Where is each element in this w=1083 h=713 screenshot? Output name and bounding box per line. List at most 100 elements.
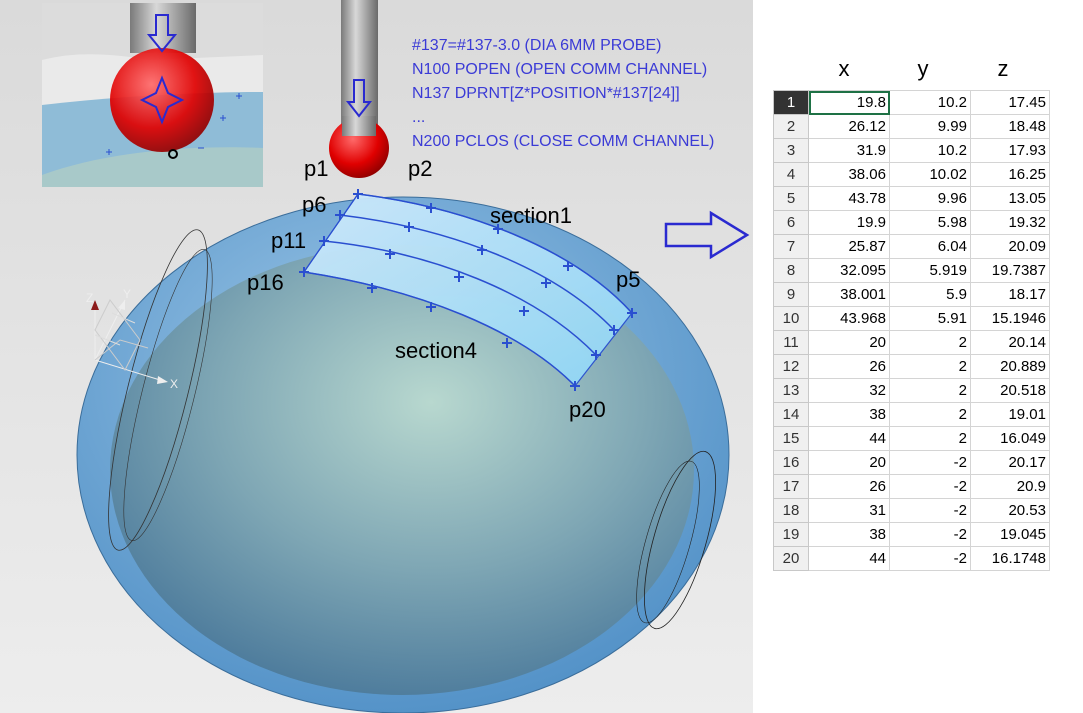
cell-x[interactable]: 20 xyxy=(808,450,890,475)
label-p1: p1 xyxy=(304,156,329,181)
cell-x[interactable]: 38.06 xyxy=(808,162,890,187)
cell-y[interactable]: 10.2 xyxy=(889,90,971,115)
patch-left-edge xyxy=(303,193,359,273)
cell-z[interactable]: 16.25 xyxy=(970,162,1050,187)
cell-z[interactable]: 18.48 xyxy=(970,114,1050,139)
marker-p1 xyxy=(353,189,363,199)
cell-z[interactable]: 18.17 xyxy=(970,282,1050,307)
label-section4: section4 xyxy=(395,338,477,363)
cell-x[interactable]: 26 xyxy=(808,354,890,379)
cell-z[interactable]: 20.17 xyxy=(970,450,1050,475)
cell-x[interactable]: 31 xyxy=(808,498,890,523)
gcode-program: #137=#137-3.0 (DIA 6MM PROBE) N100 POPEN… xyxy=(412,34,714,154)
cell-z[interactable]: 15.1946 xyxy=(970,306,1050,331)
cell-x[interactable]: 44 xyxy=(808,426,890,451)
cell-x[interactable]: 43.78 xyxy=(808,186,890,211)
label-p6: p6 xyxy=(302,192,327,217)
row-number: 17 xyxy=(773,474,809,499)
cell-x[interactable]: 38 xyxy=(808,402,890,427)
cell-y[interactable]: -2 xyxy=(889,522,971,547)
probe-contact-inset xyxy=(42,3,263,187)
cell-z[interactable]: 20.09 xyxy=(970,234,1050,259)
cell-y[interactable]: 5.9 xyxy=(889,282,971,307)
cell-y[interactable]: 9.96 xyxy=(889,186,971,211)
cell-z[interactable]: 16.049 xyxy=(970,426,1050,451)
cell-z[interactable]: 20.889 xyxy=(970,354,1050,379)
row-number: 15 xyxy=(773,426,809,451)
left-cap-outline-inner xyxy=(123,249,213,541)
cell-z[interactable]: 20.9 xyxy=(970,474,1050,499)
row-number: 2 xyxy=(773,114,809,139)
header-z: z xyxy=(997,56,1009,81)
cell-x[interactable]: 38.001 xyxy=(808,282,890,307)
cell-x[interactable]: 19.9 xyxy=(808,210,890,235)
probe-shaft xyxy=(341,0,378,135)
row-number: 5 xyxy=(773,186,809,211)
cell-y[interactable]: 6.04 xyxy=(889,234,971,259)
cell-z[interactable]: 13.05 xyxy=(970,186,1050,211)
right-cap-outline-inner xyxy=(636,460,700,624)
gcode-line-1: #137=#137-3.0 (DIA 6MM PROBE) xyxy=(412,37,662,54)
cell-x[interactable]: 32 xyxy=(808,378,890,403)
cell-z[interactable]: 19.32 xyxy=(970,210,1050,235)
cell-x[interactable]: 26 xyxy=(808,474,890,499)
cell-y[interactable]: -2 xyxy=(889,546,971,571)
row-number: 9 xyxy=(773,282,809,307)
probe-point-markers xyxy=(299,189,637,391)
cell-x[interactable]: 32.095 xyxy=(808,258,890,283)
cell-y[interactable]: 5.98 xyxy=(889,210,971,235)
marker-p16 xyxy=(299,267,309,277)
cell-y[interactable]: 10.2 xyxy=(889,138,971,163)
label-p5: p5 xyxy=(616,267,641,292)
label-p2: p2 xyxy=(408,156,433,181)
row-number: 6 xyxy=(773,210,809,235)
cell-z[interactable]: 17.45 xyxy=(970,90,1050,115)
marker-p20 xyxy=(570,381,580,391)
cell-z[interactable]: 20.53 xyxy=(970,498,1050,523)
row-number: 8 xyxy=(773,258,809,283)
cell-x[interactable]: 25.87 xyxy=(808,234,890,259)
cell-y[interactable]: 10.02 xyxy=(889,162,971,187)
cell-y[interactable]: 2 xyxy=(889,330,971,355)
row-number: 11 xyxy=(773,330,809,355)
row-number: 7 xyxy=(773,234,809,259)
probe-down-arrow xyxy=(345,79,373,118)
cell-y[interactable]: 2 xyxy=(889,378,971,403)
cell-y[interactable]: -2 xyxy=(889,450,971,475)
cell-y[interactable]: 2 xyxy=(889,402,971,427)
cell-z[interactable]: 17.93 xyxy=(970,138,1050,163)
cell-z[interactable]: 19.045 xyxy=(970,522,1050,547)
cell-z[interactable]: 16.1748 xyxy=(970,546,1050,571)
gcode-line-5: N200 PCLOS (CLOSE COMM CHANNEL) xyxy=(412,133,715,150)
cell-y[interactable]: -2 xyxy=(889,474,971,499)
cell-z[interactable]: 19.7387 xyxy=(970,258,1050,283)
cell-z[interactable]: 20.518 xyxy=(970,378,1050,403)
cell-x[interactable]: 20 xyxy=(808,330,890,355)
row-number: 10 xyxy=(773,306,809,331)
marker-p5 xyxy=(627,308,637,318)
row-number: 19 xyxy=(773,522,809,547)
cell-x[interactable]: 43.968 xyxy=(808,306,890,331)
cell-y[interactable]: 2 xyxy=(889,354,971,379)
cell-x[interactable]: 19.8 xyxy=(808,90,890,115)
cell-x[interactable]: 44 xyxy=(808,546,890,571)
cell-y[interactable]: 9.99 xyxy=(889,114,971,139)
cell-y[interactable]: 5.919 xyxy=(889,258,971,283)
cell-x[interactable]: 26.12 xyxy=(808,114,890,139)
cell-y[interactable]: 5.91 xyxy=(889,306,971,331)
row-number: 20 xyxy=(773,546,809,571)
cell-y[interactable]: 2 xyxy=(889,426,971,451)
cell-z[interactable]: 19.01 xyxy=(970,402,1050,427)
cell-z[interactable]: 20.14 xyxy=(970,330,1050,355)
cell-y[interactable]: -2 xyxy=(889,498,971,523)
cell-x[interactable]: 38 xyxy=(808,522,890,547)
cell-x[interactable]: 31.9 xyxy=(808,138,890,163)
